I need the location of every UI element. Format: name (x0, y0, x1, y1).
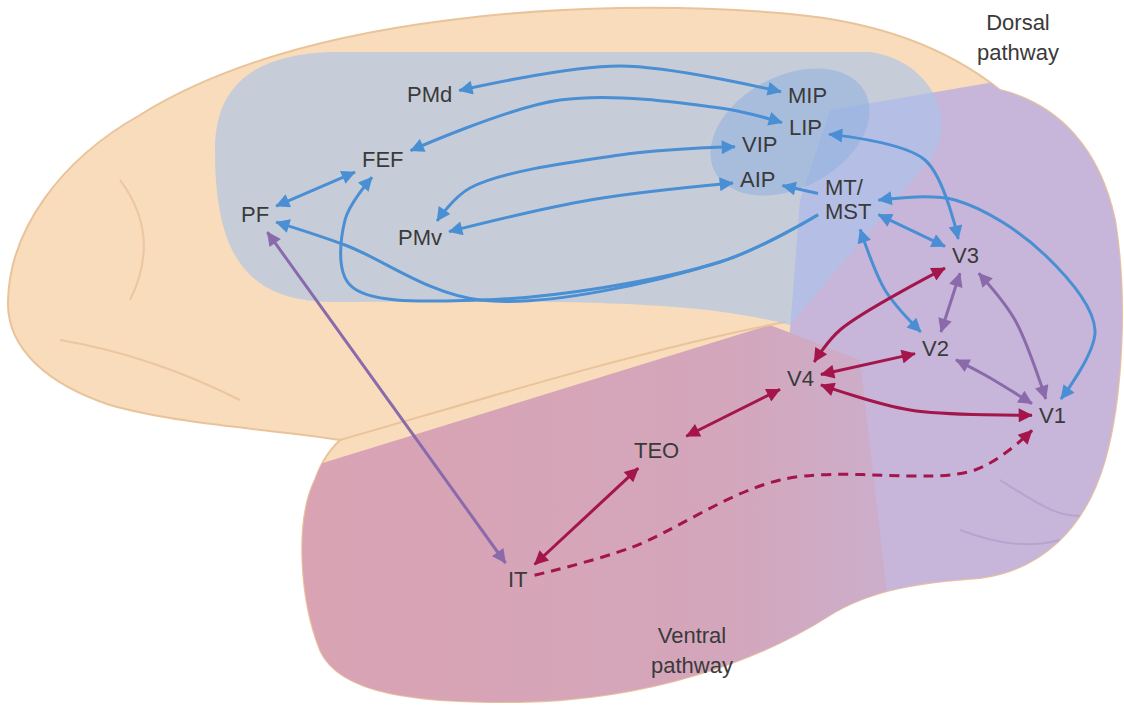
sulcus (60, 340, 240, 400)
brain-area: MT/ MST (821, 174, 875, 226)
pathway-arrow (782, 186, 818, 194)
brain-area: VIP (738, 131, 781, 159)
pathway-arrow (686, 389, 780, 436)
pathway-arrow (276, 172, 355, 206)
area-name: V3 (952, 244, 979, 268)
brain-area: V3 (948, 242, 983, 270)
pathway-label: Dorsal pathway (977, 8, 1059, 67)
area-name: PF (241, 203, 269, 227)
pathway-arrow (535, 430, 1032, 575)
pathway-arrow (821, 385, 1032, 415)
area-name: PMd (407, 83, 452, 107)
pathway-arrow (821, 354, 915, 375)
pathway-arrow (276, 215, 818, 302)
brain-area: V4 (783, 365, 818, 393)
area-name: V1 (1039, 404, 1066, 428)
area-name: AIP (740, 168, 775, 192)
area-name: V4 (787, 367, 814, 391)
area-name: TEO (634, 439, 679, 463)
sylvian-fissure (340, 322, 785, 440)
brain-area: MIP (784, 82, 831, 110)
area-name: VIP (742, 133, 777, 157)
ventral-region (300, 325, 900, 705)
brain-area: IT (504, 566, 532, 594)
pathway-arrow (459, 66, 781, 92)
pathway-arrow (449, 183, 733, 232)
area-name: MIP (788, 84, 827, 108)
brain-area: LIP (785, 114, 826, 142)
pathway-arrow (860, 229, 921, 332)
pathway-arrow (437, 147, 735, 221)
brain-area: TEO (630, 437, 683, 465)
brain-area: PF (237, 201, 273, 229)
pathway-arrow (941, 273, 960, 332)
brain-area: PMd (403, 81, 456, 109)
area-name: LIP (789, 116, 822, 140)
pathway-arrow (878, 197, 1095, 399)
pathway-label-box: Dorsal pathway (975, 7, 1061, 68)
pathway-label: Ventral pathway (651, 621, 733, 680)
sulcus (1000, 480, 1090, 516)
brain-area: PMv (394, 224, 446, 252)
brain-area: AIP (736, 166, 779, 194)
brain-area: V2 (918, 335, 953, 363)
brain-area: FEF (358, 146, 408, 174)
pathway-arrow (878, 215, 945, 247)
area-name: V2 (922, 337, 949, 361)
pathway-arrow (411, 97, 782, 150)
sulcus (120, 180, 144, 300)
pathway-arrow (267, 232, 505, 563)
pathway-arrow (956, 360, 1032, 404)
pathway-arrow (979, 273, 1046, 399)
area-name: MT/ MST (825, 176, 871, 224)
area-name: PMv (398, 226, 442, 250)
area-name: IT (508, 568, 528, 592)
pathway-label-box: Ventral pathway (649, 620, 735, 681)
pathway-arrow (341, 177, 818, 301)
area-name: FEF (362, 148, 404, 172)
sulcus (960, 530, 1060, 544)
brain-area: V1 (1035, 402, 1070, 430)
